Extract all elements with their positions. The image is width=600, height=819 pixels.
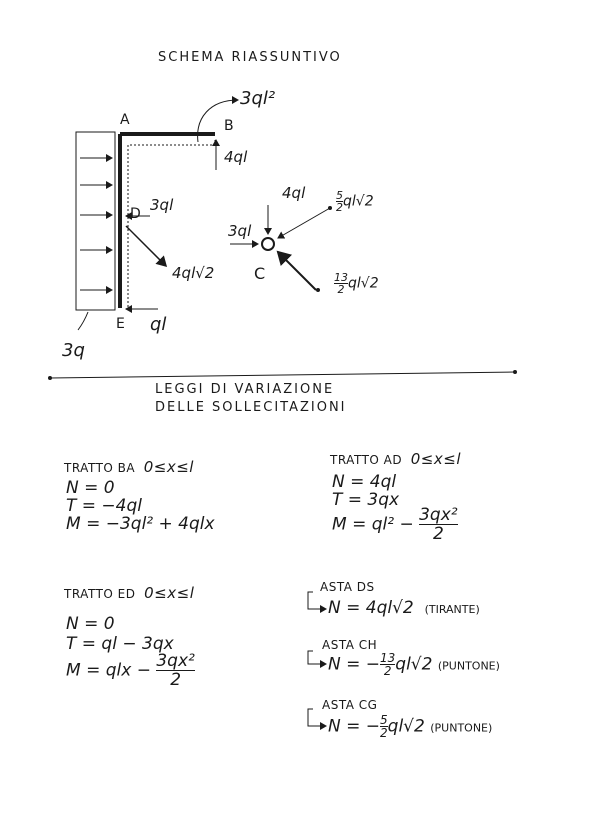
- label-force-B: 4ql: [224, 148, 248, 166]
- tratto-ed-T: T = ql − 3qx: [66, 634, 174, 654]
- tratto-ba-N: N = 0: [66, 478, 115, 498]
- label-force-D: 3ql: [150, 196, 174, 214]
- label-force-D-diagonal: 4ql√2: [172, 264, 215, 282]
- separator-line: [49, 371, 516, 379]
- asta-ch-heading: ASTA CH: [322, 638, 378, 652]
- tratto-ba-heading: TRATTO BA 0≤x≤l: [64, 458, 194, 476]
- section-title-line1: LEGGI DI VARIAZIONE: [155, 382, 335, 397]
- tratto-ad-heading: TRATTO AD 0≤x≤l: [330, 450, 461, 468]
- tratto-ba-M: M = −3ql² + 4qlx: [66, 514, 215, 534]
- asta-ds-heading: ASTA DS: [320, 580, 375, 594]
- distributed-load: [75, 131, 116, 331]
- label-force-C-left: 3ql: [228, 222, 252, 240]
- label-point-B: B: [224, 118, 234, 134]
- label-force-E: ql: [150, 314, 167, 335]
- label-force-C-top: 4ql: [282, 184, 306, 202]
- asta-ds-value: N = 4ql√2 (TIRANTE): [328, 598, 480, 618]
- label-point-C: C: [254, 264, 266, 283]
- label-point-E: E: [116, 316, 125, 332]
- label-moment-B: 3ql²: [240, 88, 276, 109]
- asta-cg-heading: ASTA CG: [322, 698, 378, 712]
- asta-ch-value: N = − 13 2 ql√2 (PUNTONE): [328, 651, 500, 678]
- tratto-ad-N: N = 4ql: [332, 472, 397, 492]
- frame: [118, 132, 216, 308]
- label-point-D: D: [130, 206, 141, 222]
- tratto-ba-T: T = −4ql: [66, 496, 143, 516]
- moment-arrow-B: [197, 96, 239, 143]
- tratto-ed-M: M = qlx − 3qx² 2: [66, 651, 195, 690]
- label-force-C-lowright: 13 2 ql√2: [334, 271, 379, 296]
- label-load-q: 3q: [62, 340, 85, 361]
- section-title-line2: DELLE SOLLECITAZIONI: [155, 400, 347, 415]
- tratto-ad-M: M = ql² − 3qx² 2: [332, 505, 458, 544]
- page-title: SCHEMA RIASSUNTIVO: [158, 50, 342, 65]
- asta-cg-value: N = − 5 2 ql√2 (PUNTONE): [328, 713, 493, 740]
- force-arrow-D-diagonal: [125, 225, 168, 268]
- tratto-ed-N: N = 0: [66, 614, 115, 634]
- label-point-A: A: [120, 112, 130, 128]
- tratto-ed-heading: TRATTO ED 0≤x≤l: [64, 584, 195, 602]
- label-force-C-upright: 5 2 ql√2: [336, 189, 374, 214]
- tratto-ad-T: T = 3qx: [332, 490, 400, 510]
- node-C: [261, 237, 275, 251]
